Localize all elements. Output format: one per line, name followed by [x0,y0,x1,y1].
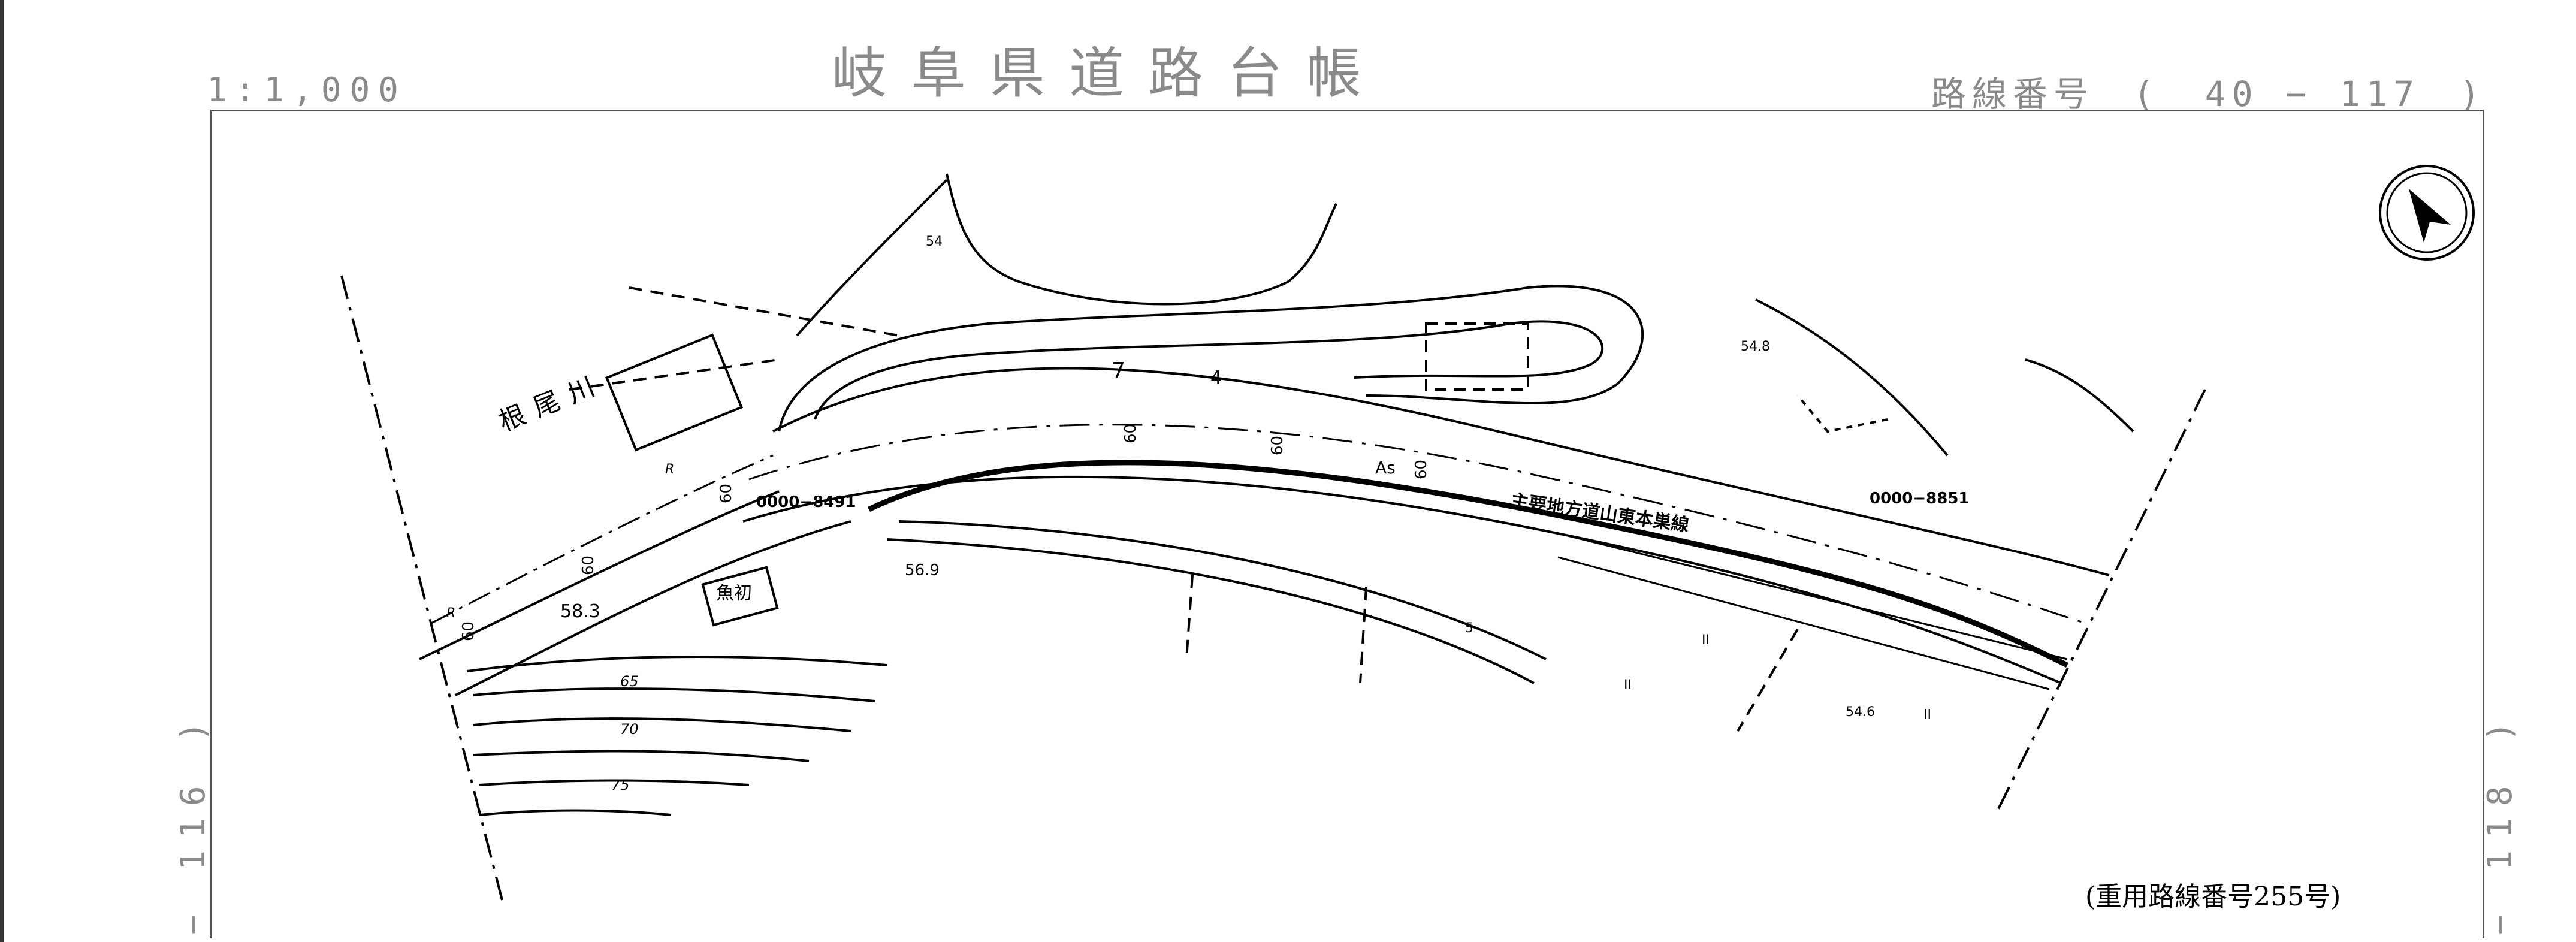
road-edge-south [868,460,2069,668]
route-open-paren: ( [2133,74,2160,114]
hillside-line-2 [2025,358,2134,433]
ramp-road-2 [886,538,1535,684]
width-label-6: 60 [460,621,478,641]
road-edge-outer [742,475,2062,684]
property-line-6 [1796,394,1888,433]
scale-label: 1:1,000 [207,71,407,110]
road-edge-north [772,367,2110,576]
building-river [605,333,744,452]
left-border [0,0,4,942]
building-north [1425,322,1529,391]
property-line-2 [569,358,780,391]
number-label-2: 4 [1210,367,1222,388]
north-arrow-icon [2379,165,2475,261]
elevation-label-3: 54.8 [1741,339,1770,354]
contour-label-65: 65 [620,673,639,690]
approach-road-north [419,490,780,660]
map-frame [210,110,2484,938]
symbol-label-3: II [1702,633,1710,648]
symbol-label-2: R [446,606,455,621]
retaining-wall-2 [1557,556,2050,690]
surface-label: As [1375,458,1396,478]
upper-loop-outer [778,285,1644,432]
elevation-label-4: 54.6 [1846,705,1875,720]
contour-label-70: 70 [620,721,639,738]
route-label: 路線番号 [1931,74,2095,114]
elevation-label-1: 58.3 [560,601,600,622]
elevation-label-6: 5 [1465,621,1473,636]
width-label-2: 60 [1269,436,1287,455]
approach-road-center [431,454,774,624]
page-title: 岐阜県道路台帳 [831,41,1385,105]
contour-5 [479,779,750,786]
route-close-paren: ) [2459,74,2486,114]
contour-3 [473,717,851,732]
contour-4 [473,750,810,762]
upper-loop-inner [814,320,1604,420]
property-line-4 [1185,575,1194,660]
retaining-wall [1557,532,2068,660]
ramp-road-1 [898,520,1547,660]
route-value: 40 − 117 [2204,74,2421,114]
building-fish [701,566,779,627]
contour-6 [479,809,672,816]
width-label-5: 60 [579,555,597,575]
contour-2 [473,687,875,702]
symbol-label-5: II [1923,708,1931,723]
river-bank-north [946,173,1337,306]
place-name-label: 魚初 [716,583,752,604]
property-line-1 [629,286,899,337]
width-label-1: 60 [1122,424,1140,443]
hillside-line-1 [1755,298,1949,457]
footer-note: (重用路線番号255号) [2085,881,2341,912]
station-right-label: 0000−8851 [1870,490,1970,508]
elevation-label-5: 54 [926,234,943,249]
number-label-1: 7 [1112,358,1125,383]
left-boundary-line [340,275,505,905]
elevation-label-2: 56.9 [905,561,940,579]
river-name-label: 根尾川 [494,367,609,437]
symbol-label-4: II [1624,678,1632,693]
right-boundary-line [1994,389,2206,816]
width-label-4: 60 [717,484,735,503]
route-number: 路線番号 ( 40 − 117 ) [1931,66,2486,116]
property-line-3 [1737,628,1799,732]
station-left-label: 0000−8491 [756,493,856,511]
contour-label-75: 75 [611,777,630,793]
symbol-label-1: R [665,462,674,477]
contour-1 [467,656,887,672]
property-line-5 [1359,587,1367,684]
road-centerline [748,424,2086,624]
width-label-3: 60 [1412,460,1430,479]
river-bank-south [796,179,948,337]
